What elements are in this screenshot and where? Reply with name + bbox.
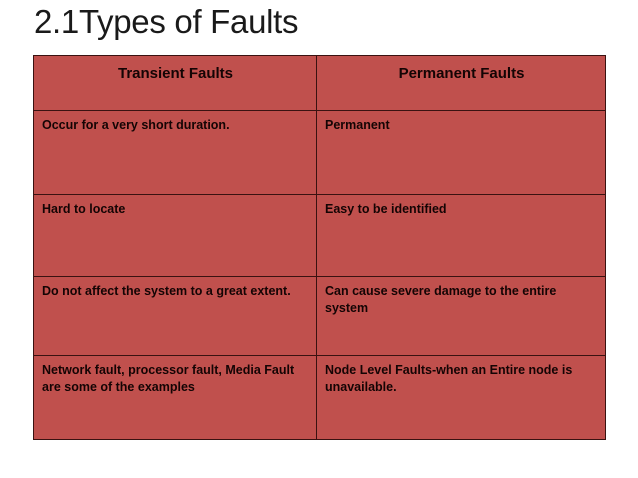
page-title: 2.1Types of Faults (34, 3, 299, 40)
cell-transient-3-text: Do not affect the system to a great exte… (42, 284, 291, 298)
cell-permanent-2: Easy to be identified (316, 194, 606, 277)
cell-transient-2-text: Hard to locate (42, 202, 126, 216)
cell-permanent-1-text: Permanent (325, 118, 390, 132)
cell-permanent-2-text: Easy to be identified (325, 202, 447, 216)
cell-permanent-3-text: Can cause severe damage to the entire sy… (325, 284, 557, 315)
cell-transient-3: Do not affect the system to a great exte… (33, 276, 317, 356)
column-header-permanent-faults: Permanent Faults (316, 55, 606, 111)
table-row: Occur for a very short duration. Permane… (33, 110, 606, 195)
cell-permanent-4: Node Level Faults-when an Entire node is… (316, 355, 606, 440)
column-header-transient-faults-label: Transient Faults (117, 65, 234, 82)
table-header-row: Transient Faults Permanent Faults (33, 55, 606, 111)
table-row: Network fault, processor fault, Media Fa… (33, 355, 606, 440)
cell-transient-1-text: Occur for a very short duration. (42, 118, 230, 132)
table-row: Do not affect the system to a great exte… (33, 276, 606, 356)
table-row: Hard to locate Easy to be identified (33, 194, 606, 277)
cell-transient-4-text: Network fault, processor fault, Media Fa… (42, 363, 295, 394)
cell-transient-2: Hard to locate (33, 194, 317, 277)
column-header-permanent-faults-label: Permanent Faults (398, 65, 525, 82)
cell-permanent-1: Permanent (316, 110, 606, 195)
cell-permanent-3: Can cause severe damage to the entire sy… (316, 276, 606, 356)
fault-comparison-table: Transient Faults Permanent Faults Occur … (33, 55, 606, 440)
column-header-transient-faults: Transient Faults (33, 55, 317, 111)
cell-permanent-4-text: Node Level Faults-when an Entire node is… (325, 363, 573, 394)
cell-transient-1: Occur for a very short duration. (33, 110, 317, 195)
cell-transient-4: Network fault, processor fault, Media Fa… (33, 355, 317, 440)
